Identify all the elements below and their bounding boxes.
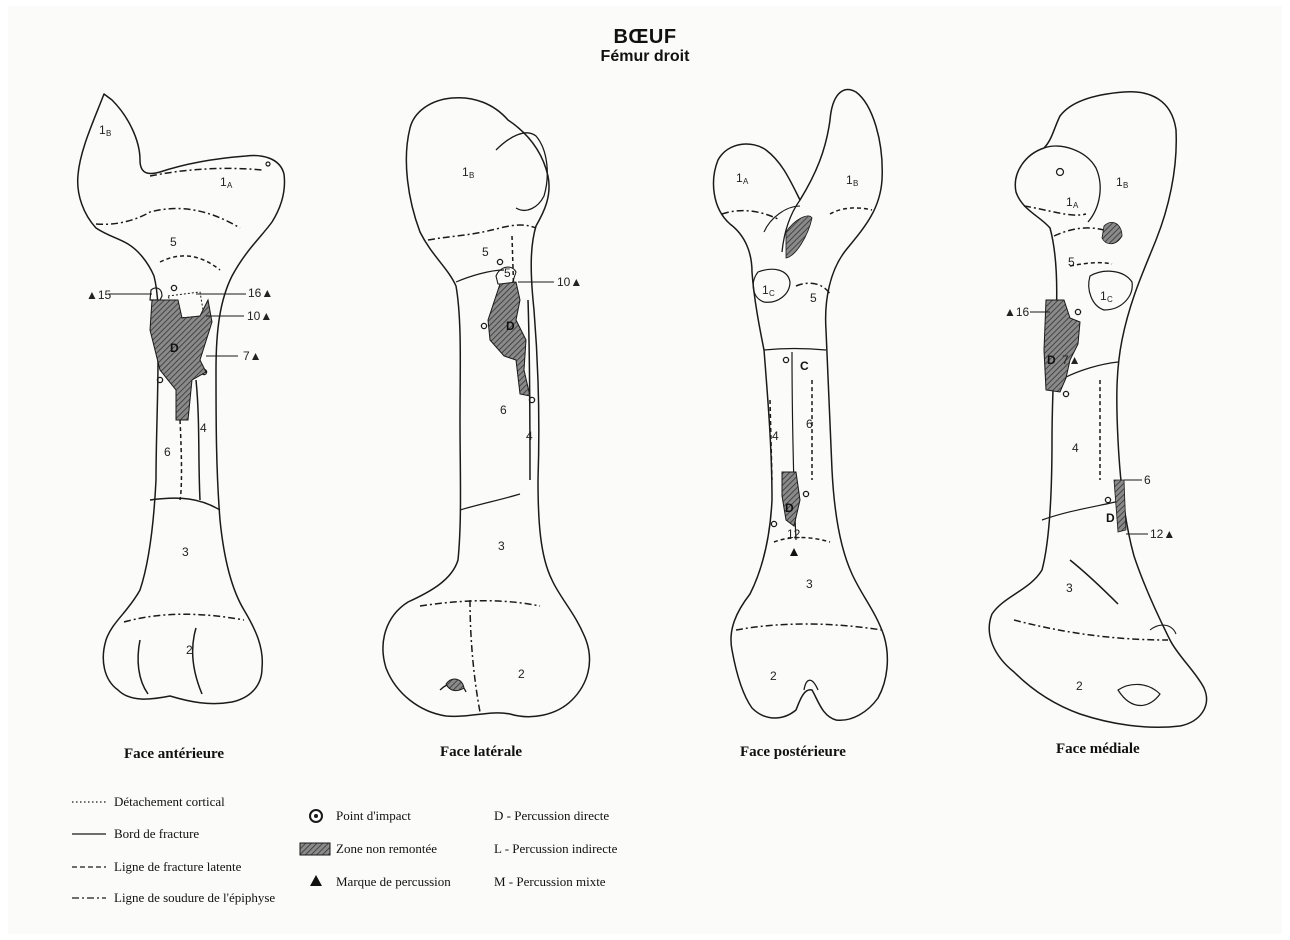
anterior-mark-16: 16▲ (248, 286, 273, 300)
medial-region-1c-sub: C (1107, 295, 1113, 304)
caption-medial: Face médiale (1056, 741, 1140, 758)
posterior-region-1b: 1 (846, 173, 853, 187)
posterior-region-1b-sub: B (853, 179, 858, 188)
medial-hatch-upper (1102, 222, 1122, 243)
lateral-view (383, 98, 590, 717)
anterior-region-1b-sub: B (106, 129, 111, 138)
lateral-percussion-d: D (506, 319, 515, 333)
legend-ligne-soudure: Ligne de soudure de l'épiphyse (114, 890, 275, 906)
medial-percussion-d-lower: D (1106, 511, 1115, 525)
medial-hatched-zone (1044, 300, 1080, 392)
legend-point-impact: Point d'impact (336, 808, 411, 824)
legend-ligne-latente: Ligne de fracture latente (114, 859, 241, 875)
anterior-mark-10: 10▲ (247, 309, 272, 323)
legend-percussion-indirecte: L - Percussion indirecte (494, 841, 617, 857)
legend-percussion-directe: D - Percussion directe (494, 808, 609, 824)
hatched-zone-icon (300, 843, 330, 855)
lateral-region-2: 2 (518, 667, 525, 681)
impact-point-icon-center (314, 814, 318, 818)
medial-region-3: 3 (1066, 581, 1073, 595)
legend-line-samples (72, 802, 106, 898)
posterior-region-3: 3 (806, 577, 813, 591)
medial-region-2: 2 (1076, 679, 1083, 693)
medial-mark-12: 12▲ (1150, 527, 1175, 541)
lateral-handle-icon (446, 679, 464, 691)
posterior-region-2: 2 (770, 669, 777, 683)
lateral-mark-10: 10▲ (557, 275, 582, 289)
anterior-region-1b: 1 (99, 123, 106, 137)
lateral-hatched-zone (488, 282, 530, 396)
medial-region-1a-sub: A (1073, 201, 1079, 210)
anterior-mark-7: 7▲ (243, 349, 262, 363)
lateral-region-5: 5 (482, 245, 489, 259)
medial-region-1a: 1 (1066, 195, 1073, 209)
legend-symbols (300, 810, 330, 886)
posterior-region-1a: 1 (736, 171, 743, 185)
medial-labels: 1 B 1 A 5 1 C ▲16 D 7▲ 4 6 D 12▲ 3 2 (1004, 175, 1175, 693)
anterior-region-1a: 1 (220, 175, 227, 189)
legend-detachement: Détachement cortical (114, 794, 225, 810)
medial-mark-7: 7▲ (1062, 353, 1081, 367)
posterior-region-4: 4 (772, 429, 779, 443)
anterior-mark-15: ▲15 (86, 288, 112, 302)
lateral-region-1b: 1 (462, 165, 469, 179)
medial-bone-outline (989, 92, 1206, 727)
posterior-region-1c-sub: C (769, 289, 775, 298)
legend-marque-percussion: Marque de percussion (336, 874, 451, 890)
anterior-region-2: 2 (186, 643, 193, 657)
legend-percussion-mixte: M - Percussion mixte (494, 874, 606, 890)
medial-hatched-strip (1114, 480, 1126, 532)
lateral-region-4: 4 (526, 429, 533, 443)
medial-region-4: 4 (1072, 441, 1079, 455)
anterior-region-6: 6 (164, 445, 171, 459)
posterior-region-c: C (800, 359, 809, 373)
medial-region-1b: 1 (1116, 175, 1123, 189)
lateral-region-5b: 5 (504, 266, 511, 280)
medial-region-1c: 1 (1100, 289, 1107, 303)
anterior-hatched-zone (150, 300, 212, 420)
lateral-labels: 1 B 5 5 6 4 3 2 D 10▲ (462, 165, 582, 681)
posterior-percussion-d: D (785, 501, 794, 515)
anterior-region-1a-sub: A (227, 181, 233, 190)
posterior-region-6: 6 (806, 417, 813, 431)
medial-region-1b-sub: B (1123, 181, 1128, 190)
lateral-bone-outline (383, 98, 590, 717)
anterior-region-5: 5 (170, 235, 177, 249)
posterior-region-1a-sub: A (743, 177, 749, 186)
medial-view (989, 92, 1206, 727)
medial-region-5: 5 (1068, 255, 1075, 269)
caption-lateral: Face latérale (440, 744, 522, 761)
posterior-region-5: 5 (810, 291, 817, 305)
legend-bord-fracture: Bord de fracture (114, 826, 199, 842)
medial-percussion-d-upper: D (1047, 353, 1056, 367)
lateral-region-1b-sub: B (469, 171, 474, 180)
posterior-mark-12: 12 (787, 527, 801, 541)
posterior-percussion-mark-icon (790, 548, 798, 556)
anterior-region-3: 3 (182, 545, 189, 559)
lateral-region-6: 6 (500, 403, 507, 417)
caption-anterior: Face antérieure (124, 746, 224, 763)
posterior-region-1c: 1 (762, 283, 769, 297)
anterior-percussion-d: D (170, 341, 179, 355)
caption-posterior: Face postérieure (740, 744, 846, 761)
posterior-hatch-upper (786, 216, 812, 258)
lateral-region-3: 3 (498, 539, 505, 553)
percussion-mark-icon (310, 875, 322, 886)
anterior-region-4: 4 (200, 421, 207, 435)
medial-region-6: 6 (1144, 473, 1151, 487)
medial-mark-16: ▲16 (1004, 305, 1030, 319)
posterior-hatched-zone (782, 472, 800, 526)
legend-zone-non-remontee: Zone non remontée (336, 841, 437, 857)
